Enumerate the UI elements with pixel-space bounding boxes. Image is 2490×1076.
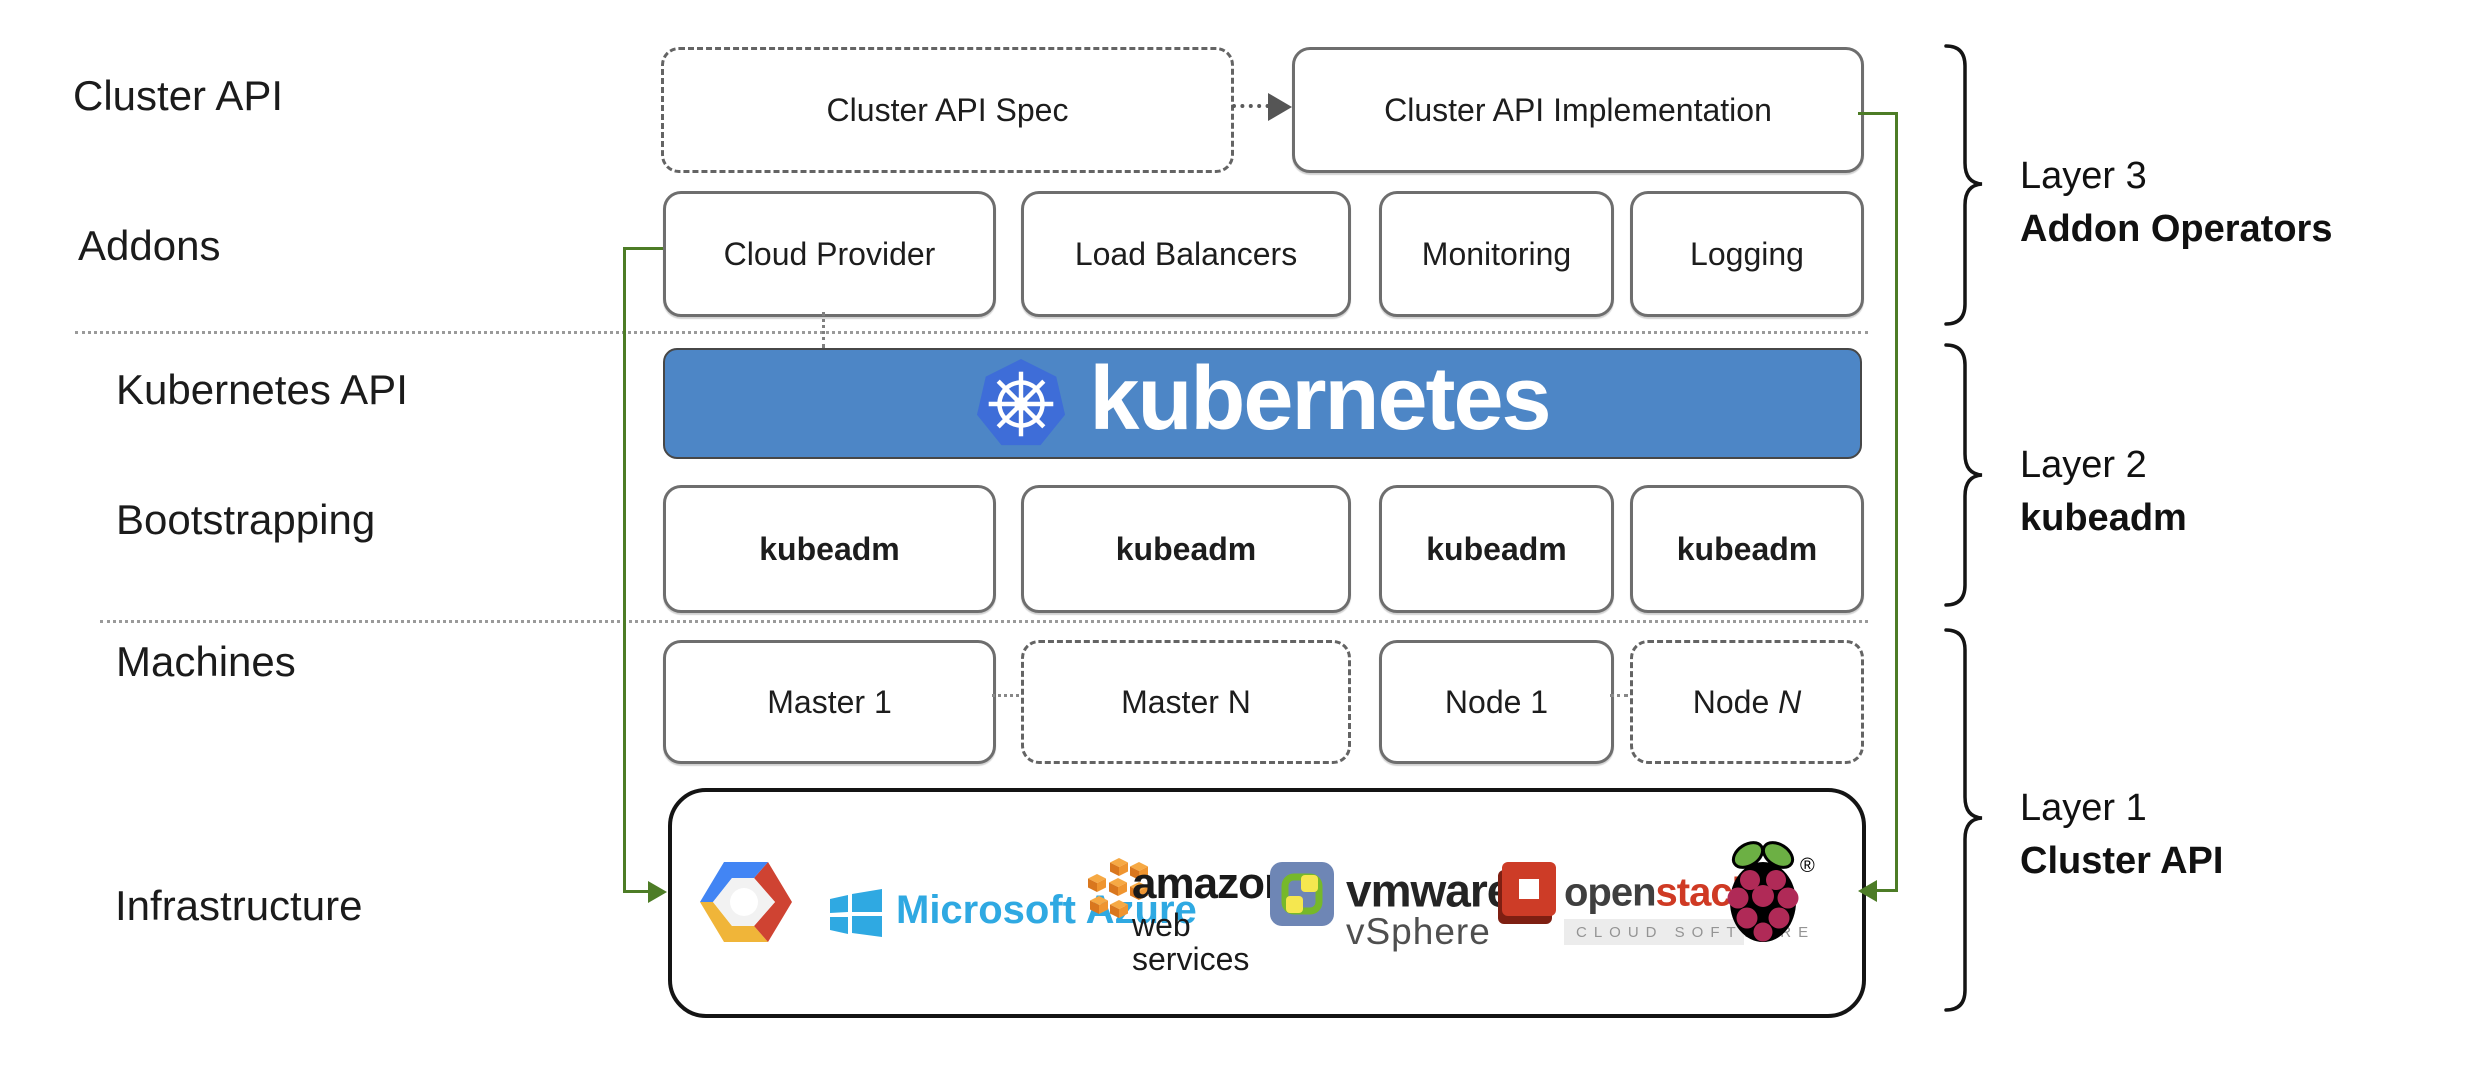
- vmware-vsphere-icon: [1270, 862, 1334, 926]
- openstack-icon: [1498, 862, 1556, 924]
- aws-webservices-label: web services: [1132, 907, 1250, 977]
- layer3-title: Layer 3: [2020, 155, 2147, 197]
- cluster-api-spec-label: Cluster API Spec: [826, 91, 1069, 128]
- addon-box-monitoring: Monitoring: [1379, 191, 1614, 317]
- kubeadm-label-2: kubeadm: [1115, 530, 1257, 567]
- azure-window-icon: [830, 889, 882, 937]
- row-label-cluster-api: Cluster API: [73, 72, 284, 119]
- kubernetes-wordmark: kubernetes: [1089, 349, 1551, 449]
- addon-label-monitoring: Monitoring: [1421, 235, 1572, 272]
- addon-box-cloud-provider: Cloud Provider: [663, 191, 996, 317]
- raspberry-pi-logo: ®: [1718, 838, 1818, 950]
- green-right-arrowhead-icon: [1858, 880, 1877, 902]
- green-left-arrowhead-icon: [648, 881, 667, 903]
- kubeadm-label-1: kubeadm: [759, 530, 900, 567]
- aws-cubes-icon: [1088, 858, 1148, 918]
- green-right-vertical-segment: [1895, 112, 1898, 892]
- spec-to-implementation-arrowhead-icon: [1268, 93, 1292, 121]
- green-right-top-segment: [1858, 112, 1898, 115]
- layer1-brace: [1944, 628, 1983, 1012]
- machine-box-node-1: Node 1: [1379, 640, 1614, 764]
- gcp-logo: [700, 862, 792, 942]
- machine-label-master-n: Master N: [1121, 683, 1251, 720]
- raspberry-pi-icon: ®: [1727, 841, 1815, 942]
- kubeadm-label-3: kubeadm: [1426, 530, 1567, 567]
- layer3-annotation: Layer 3 Addon Operators: [2020, 155, 2332, 251]
- addon-label-cloud-provider: Cloud Provider: [723, 235, 936, 272]
- machine-box-master-1: Master 1: [663, 640, 996, 764]
- layer3-subtitle: Addon Operators: [2020, 208, 2333, 250]
- row-label-infrastructure: Infrastructure: [115, 882, 363, 929]
- layer1-subtitle: Cluster API: [2020, 840, 2224, 882]
- kubeadm-box-4: kubeadm: [1630, 485, 1864, 613]
- green-right-bottom-segment: [1874, 889, 1898, 892]
- layer2-annotation: Layer 2 kubeadm: [2020, 444, 2187, 540]
- master1-mastern-connector: [992, 694, 1019, 697]
- infrastructure-box: Microsoft Azure amazon web services: [668, 788, 1866, 1018]
- vsphere-label: vSphere: [1346, 911, 1491, 953]
- aws-logo: amazon web services: [1084, 854, 1291, 976]
- machine-box-node-n: Node N: [1630, 640, 1864, 764]
- kubeadm-label-4: kubeadm: [1676, 530, 1818, 567]
- layer3-brace: [1944, 44, 1983, 326]
- row-label-addons: Addons: [78, 222, 221, 269]
- addon-label-load-balancers: Load Balancers: [1074, 235, 1298, 272]
- layer2-subtitle: kubeadm: [2020, 497, 2187, 539]
- openstack-cloud-software-label: CLOUD SOFTWARE: [1564, 919, 1808, 946]
- layer2-title: Layer 2: [2020, 444, 2147, 486]
- row-label-machines: Machines: [116, 638, 296, 685]
- openstack-logo: openstack™ CLOUD SOFTWARE: [1498, 858, 1808, 968]
- addon-box-load-balancers: Load Balancers: [1021, 191, 1351, 317]
- aws-amazon-label: amazon: [1132, 859, 1291, 908]
- machine-label-node-1: Node 1: [1444, 683, 1549, 720]
- layer1-title: Layer 1: [2020, 787, 2147, 829]
- kubeadm-box-1: kubeadm: [663, 485, 996, 613]
- green-left-top-segment: [623, 247, 663, 250]
- raspberry-registered-mark: ®: [1800, 855, 1815, 877]
- machine-box-master-n: Master N: [1021, 640, 1351, 764]
- machine-label-node-n: Node N: [1692, 683, 1802, 720]
- kubernetes-logo-icon: [977, 358, 1066, 445]
- kubeadm-box-3: kubeadm: [1379, 485, 1614, 613]
- cloud-provider-to-kubernetes-connector: [822, 312, 825, 348]
- green-left-vertical-segment: [623, 247, 626, 893]
- node1-noden-connector: [1610, 694, 1628, 697]
- spec-to-implementation-arrow-line: [1232, 104, 1278, 108]
- addon-box-logging: Logging: [1630, 191, 1864, 317]
- green-left-bottom-segment: [623, 890, 650, 893]
- cluster-api-implementation-box: Cluster API Implementation: [1292, 47, 1864, 173]
- machine-label-master-1: Master 1: [767, 683, 892, 720]
- kubeadm-box-2: kubeadm: [1021, 485, 1351, 613]
- separator-addons-kubernetes: [75, 331, 1868, 334]
- layer1-annotation: Layer 1 Cluster API: [2020, 787, 2223, 883]
- vmware-logo: vmware™ vSphere: [1270, 860, 1529, 960]
- row-label-kubernetes-api: Kubernetes API: [116, 366, 408, 413]
- layer2-brace: [1944, 343, 1983, 607]
- kubernetes-banner: kubernetes: [663, 348, 1862, 459]
- row-label-bootstrapping: Bootstrapping: [116, 496, 376, 543]
- cluster-api-implementation-label: Cluster API Implementation: [1384, 91, 1772, 128]
- separator-bootstrapping-machines: [100, 620, 1868, 623]
- cluster-api-spec-box: Cluster API Spec: [661, 47, 1234, 173]
- addon-label-logging: Logging: [1690, 235, 1804, 272]
